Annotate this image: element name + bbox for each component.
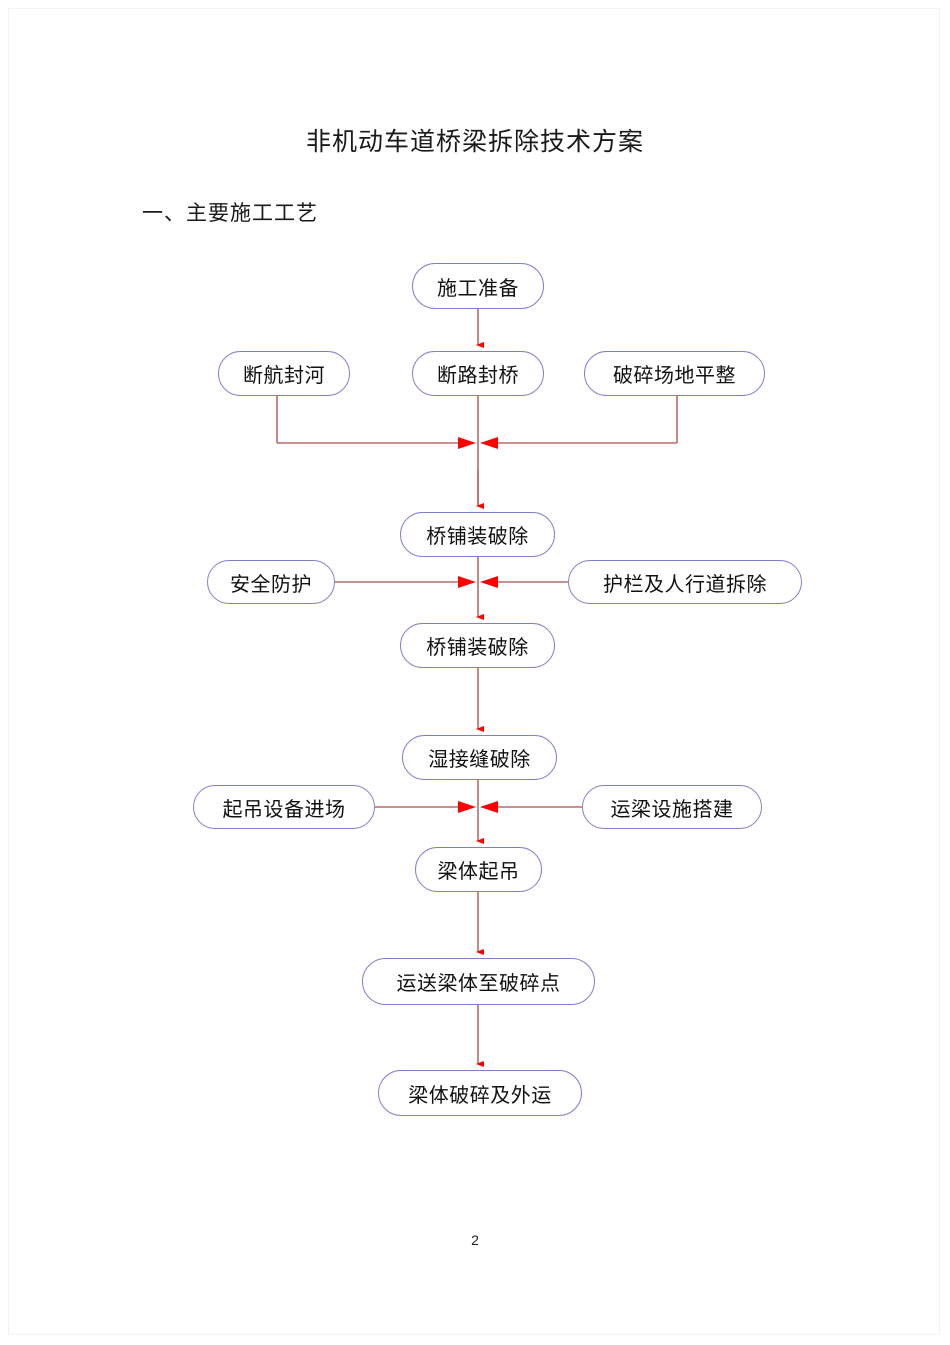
flow-node-liangti-posui-ji-waiyun[interactable]: 梁体破碎及外运 xyxy=(378,1070,582,1116)
flow-node-qiaopuzhuang-pochu-2[interactable]: 桥铺装破除 xyxy=(400,623,555,668)
section-heading: 一、主要施工工艺 xyxy=(142,202,318,225)
flow-node-qidiao-shebei-jinchang[interactable]: 起吊设备进场 xyxy=(193,785,375,829)
merge-arrowheads xyxy=(458,437,498,813)
flow-node-anquan-fanghu[interactable]: 安全防护 xyxy=(207,560,335,604)
flow-node-liangti-qidiao[interactable]: 梁体起吊 xyxy=(415,847,542,892)
flow-node-duanhang-fenghe[interactable]: 断航封河 xyxy=(218,351,350,396)
flow-node-duanlu-fengqiao[interactable]: 断路封桥 xyxy=(412,351,544,396)
flow-node-shijiefeng-pochu[interactable]: 湿接缝破除 xyxy=(402,735,557,780)
flow-node-posui-changdi-pingzheng[interactable]: 破碎场地平整 xyxy=(584,351,765,396)
page-number: 2 xyxy=(471,1232,479,1248)
flow-node-hulan-renxingdao-chaichu[interactable]: 护栏及人行道拆除 xyxy=(568,560,802,604)
flow-node-yunsong-liangti-zhi-posuidian[interactable]: 运送梁体至破碎点 xyxy=(362,958,595,1005)
flow-node-yunliang-sheshi-dajian[interactable]: 运梁设施搭建 xyxy=(582,785,762,829)
page-title: 非机动车道桥梁拆除技术方案 xyxy=(305,128,644,156)
flow-node-qiaopuzhuang-pochu-1[interactable]: 桥铺装破除 xyxy=(400,512,555,557)
flow-node-shigong-zhunbei[interactable]: 施工准备 xyxy=(412,263,544,309)
